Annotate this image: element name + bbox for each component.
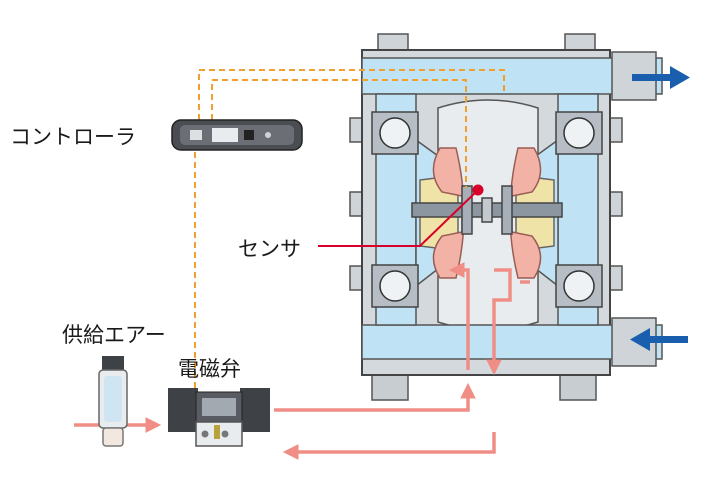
supply-air-label: 供給エアー (62, 323, 166, 347)
fluid-inlet-arrow (630, 328, 688, 351)
check-valves (371, 111, 603, 308)
sensor-dot (472, 184, 484, 196)
solenoid-valve-label: 電磁弁 (178, 357, 241, 381)
signal-lines (194, 69, 505, 388)
diaphragms (432, 147, 542, 279)
air-filter-regulator-icon (98, 356, 128, 447)
solenoid-valve-icon (168, 388, 270, 447)
air-lines (74, 262, 530, 460)
sensor-label: センサ (238, 237, 301, 261)
controller-label: コントローラ (10, 125, 136, 149)
piston-rod (411, 185, 563, 235)
controller-device-icon (171, 119, 303, 151)
sensor-pointer (318, 184, 484, 247)
fluid-outlet-arrow (632, 66, 690, 89)
